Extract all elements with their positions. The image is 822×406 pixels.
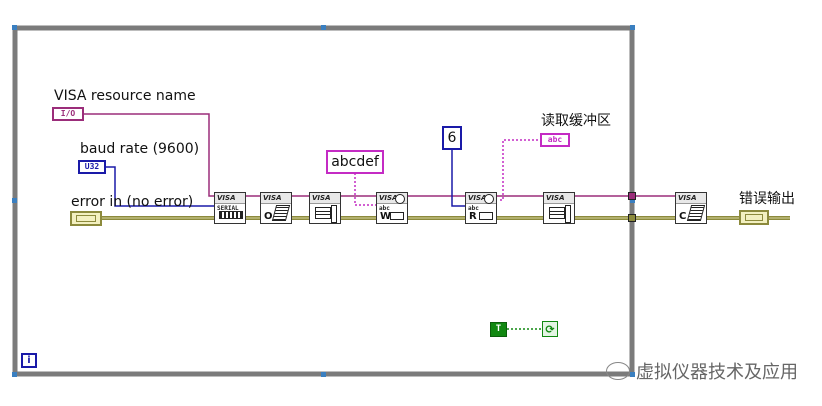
port-icon xyxy=(479,212,493,220)
loop-handle-bl[interactable] xyxy=(12,372,17,377)
close-arrow-icon xyxy=(686,205,706,221)
read-buffer-terminal[interactable]: abc xyxy=(540,133,570,147)
iteration-terminal: i xyxy=(21,353,37,368)
loop-handle-bm[interactable] xyxy=(321,372,326,377)
resource-tunnel[interactable] xyxy=(628,192,636,200)
visa-write-subvi[interactable]: VISA abc W xyxy=(376,192,408,224)
subvi-subtitle: abc xyxy=(379,205,390,212)
baud-rate-terminal[interactable]: U32 xyxy=(78,160,106,174)
baud-rate-wire xyxy=(104,166,218,207)
subvi-glyph: R xyxy=(469,211,477,222)
subvi-title: VISA xyxy=(261,193,291,204)
visa-bytes-at-port-subvi[interactable]: VISA xyxy=(543,192,575,224)
true-constant[interactable]: T xyxy=(490,322,507,337)
visa-configure-serial-subvi[interactable]: VISA SERIAL xyxy=(214,192,246,224)
loop-handle-ml[interactable] xyxy=(12,198,17,203)
error-out-label: 错误输出 xyxy=(739,191,795,207)
resource-wire xyxy=(84,113,678,197)
write-string-wire xyxy=(354,173,378,206)
port-icon xyxy=(549,211,565,219)
subvi-title: VISA xyxy=(676,193,706,204)
visa-resource-terminal[interactable]: I/O xyxy=(52,107,84,121)
byte-count-wire xyxy=(451,149,467,207)
read-buffer-wire xyxy=(500,139,540,201)
loop-handle-br[interactable] xyxy=(630,372,635,377)
loop-handle-tl[interactable] xyxy=(12,25,17,30)
subvi-glyph: W xyxy=(380,211,392,222)
loop-condition-terminal[interactable]: ⟳ xyxy=(542,321,558,337)
subvi-glyph: O xyxy=(264,211,273,222)
watermark: 虚拟仪器技术及应用 xyxy=(606,358,798,384)
error-in-label: error in (no error) xyxy=(71,194,194,210)
loop-handle-tm[interactable] xyxy=(321,25,326,30)
serial-port-icon xyxy=(219,211,243,219)
clock-icon xyxy=(484,194,494,204)
subvi-title: VISA xyxy=(215,193,245,204)
error-tunnel[interactable] xyxy=(628,214,636,222)
loop-condition-icon: ⟳ xyxy=(545,322,555,336)
clock-icon xyxy=(395,194,405,204)
subvi-title: VISA xyxy=(377,193,407,204)
byte-count-constant[interactable]: 6 xyxy=(442,126,462,150)
error-in-terminal[interactable] xyxy=(70,211,102,226)
visa-close-subvi[interactable]: VISA C xyxy=(675,192,707,224)
port-icon xyxy=(390,212,404,220)
subvi-title: VISA xyxy=(466,193,496,204)
subvi-title: VISA xyxy=(310,193,340,204)
subvi-subtitle: abc xyxy=(468,205,479,212)
wechat-icon xyxy=(606,362,630,380)
loop-handle-mr[interactable] xyxy=(630,198,635,203)
visa-flush-subvi[interactable]: VISA O xyxy=(260,192,292,224)
read-buffer-label: 读取缓冲区 xyxy=(541,113,611,129)
baud-rate-label: baud rate (9600) xyxy=(80,141,200,157)
level-bar-icon xyxy=(565,205,571,223)
error-out-terminal[interactable] xyxy=(739,210,769,225)
error-cluster-icon xyxy=(745,214,763,221)
subvi-glyph: C xyxy=(679,211,687,222)
flush-brush-icon xyxy=(271,205,291,221)
write-string-constant[interactable]: abcdef xyxy=(326,150,384,174)
loop-handle-tr[interactable] xyxy=(630,25,635,30)
level-bar-icon xyxy=(331,205,337,223)
subvi-subtitle: SERIAL xyxy=(217,205,239,212)
watermark-text: 虚拟仪器技术及应用 xyxy=(636,362,798,383)
visa-read-subvi[interactable]: VISA abc R xyxy=(465,192,497,224)
subvi-title: VISA xyxy=(544,193,574,204)
port-icon xyxy=(315,211,331,219)
error-cluster-icon xyxy=(76,215,96,222)
visa-property-subvi[interactable]: VISA xyxy=(309,192,341,224)
visa-resource-name-label: VISA resource name xyxy=(54,88,196,104)
